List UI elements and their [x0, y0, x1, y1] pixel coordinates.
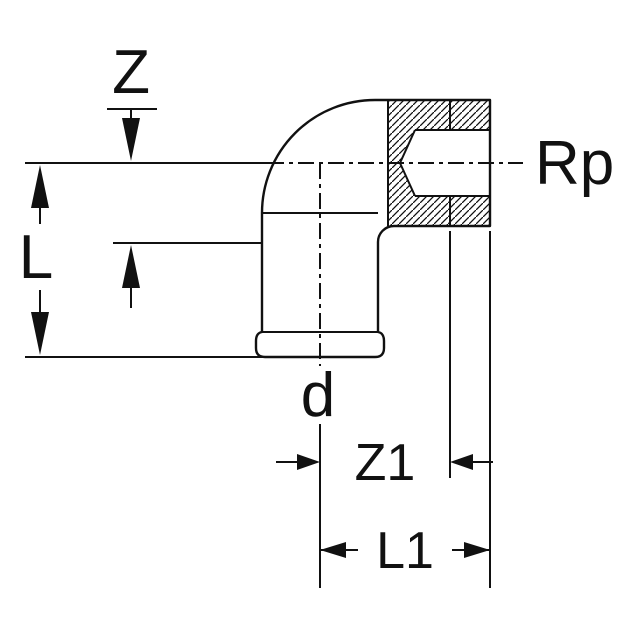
dimension-label-rp: Rp: [535, 129, 614, 198]
bore-cone-line-lower: [399, 162, 416, 197]
bore-cone-line-upper: [399, 129, 416, 164]
dimension-l-arrow-down: [31, 312, 49, 355]
dimension-l1-arrow-right: [464, 542, 490, 558]
thread-section-hatch-top: [388, 100, 490, 163]
dimension-z-arrow-up: [122, 245, 140, 288]
dimension-z1-arrow-right: [450, 454, 473, 470]
dimension-label-z: Z: [112, 38, 150, 107]
dimension-label-l: L: [19, 223, 53, 292]
dimension-z1-arrow-left: [297, 454, 320, 470]
fitting-body-outline: [254, 98, 492, 359]
dimension-label-d: d: [301, 361, 335, 430]
dimension-label-l1: L1: [376, 522, 434, 580]
dimension-z-arrow-down: [122, 118, 140, 161]
thread-section-hatch-bottom: [388, 163, 490, 226]
dimension-label-z1: Z1: [355, 434, 416, 492]
dimension-l-arrow-up: [31, 165, 49, 208]
